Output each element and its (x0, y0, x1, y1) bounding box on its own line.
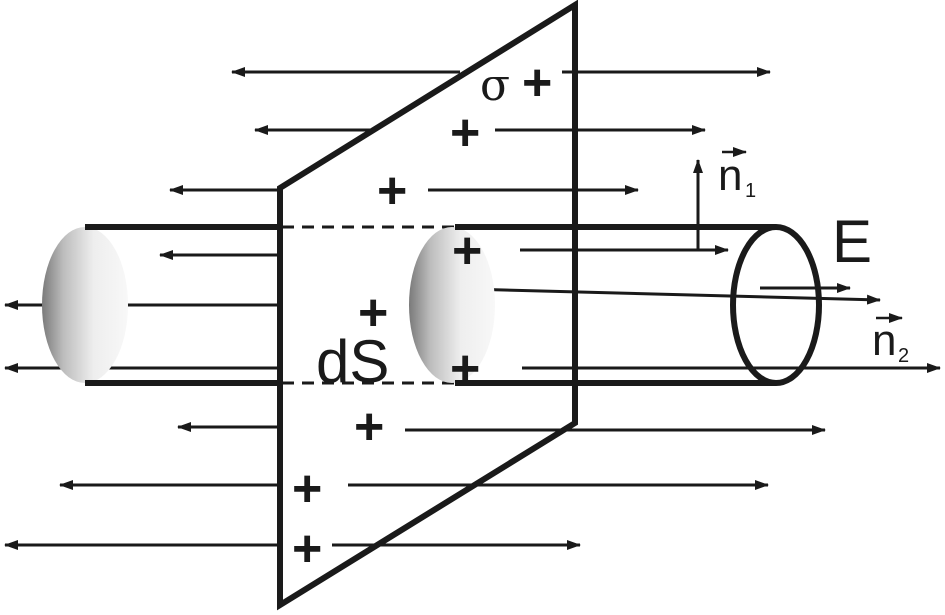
cylinder-left-half (42, 224, 282, 386)
normal-n1-label: n 1 (718, 147, 756, 202)
plus-charge: + (292, 460, 322, 518)
field-lines-left (4, 67, 460, 550)
n2-index: 2 (898, 345, 909, 367)
normal-n2-label: n 2 (872, 313, 909, 367)
n2-letter: n (872, 316, 896, 365)
plus-charge: + (354, 398, 384, 456)
left-end-cap (42, 227, 128, 383)
right-end-cap (730, 224, 822, 386)
inner-cap (409, 227, 495, 383)
field-e-label: E (832, 208, 872, 275)
plus-charge: + (452, 222, 482, 280)
field-arrow-right (429, 286, 881, 305)
area-label: dS (316, 328, 389, 395)
plus-charge: + (522, 54, 552, 112)
plus-charge: + (358, 284, 388, 342)
field-lines-right (332, 67, 941, 550)
n1-letter: n (718, 151, 742, 200)
n1-index: 1 (745, 180, 756, 202)
plus-charge: + (377, 162, 407, 220)
labels: σ dS E n 1 n 2 (316, 60, 909, 395)
plus-charge: + (450, 104, 480, 162)
plus-charge: + (292, 520, 322, 578)
cylinder-right-half (409, 224, 822, 386)
surface-charges: + + + + + + + + + (292, 54, 552, 578)
sigma-label: σ (480, 60, 510, 111)
cylinder-hidden-edges (282, 225, 455, 385)
plus-charge: + (450, 340, 480, 398)
